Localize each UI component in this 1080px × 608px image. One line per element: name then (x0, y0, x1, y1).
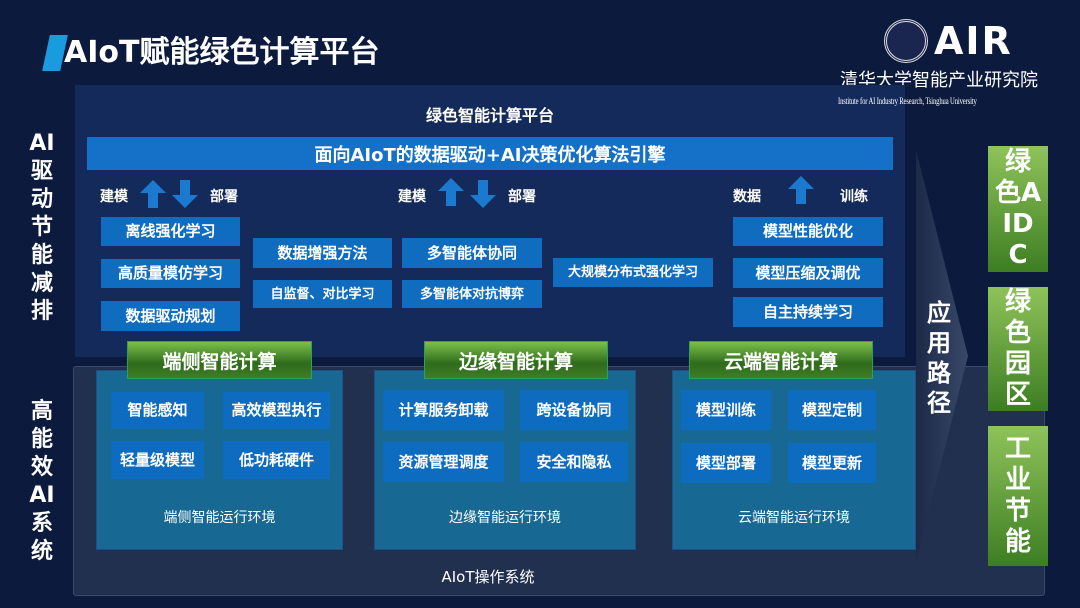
edge-item: 计算服务卸载 (383, 390, 504, 430)
algo-multi-agent-game: 多智能体对抗博弈 (402, 280, 542, 308)
arrow-up-icon (438, 178, 464, 206)
logo-en: Institute for AI Industry Research, Tsin… (838, 96, 977, 106)
algo-offline-rl: 离线强化学习 (101, 217, 240, 246)
device-item: 智能感知 (111, 392, 204, 429)
flow-2-left: 建模 (398, 189, 426, 205)
platform-title: 绿色智能计算平台 (425, 106, 554, 125)
edge-item: 跨设备协同 (520, 390, 628, 430)
device-item: 高效模型执行 (223, 392, 330, 429)
cloud-header: 云端智能计算 (689, 341, 873, 379)
cloud-env: 云端智能运行环境 (738, 510, 850, 526)
device-env: 端侧智能运行环境 (163, 510, 276, 526)
app-green-park-label: 绿色园区 (1004, 287, 1031, 410)
cloud-item: 模型更新 (788, 443, 876, 483)
cloud-item: 模型训练 (681, 390, 771, 430)
cloud-item: 模型部署 (681, 443, 771, 483)
app-green-aidc-label: 绿色AIDC (994, 147, 1042, 270)
algo-self-supervised: 自监督、对比学习 (253, 280, 392, 308)
algo-data-planning: 数据驱动规划 (101, 301, 240, 331)
app-green-park: 绿色园区 (988, 287, 1048, 411)
flow-3-right: 训练 (840, 189, 868, 205)
arrow-down-icon (470, 180, 496, 208)
engine-label: 面向AIoT的数据驱动+AI决策优化算法引擎 (314, 144, 666, 166)
tsinghua-seal-icon (884, 19, 928, 63)
application-chevron-icon (916, 150, 968, 562)
flow-3-left: 数据 (733, 189, 761, 205)
app-industrial-energy: 工业节能 (988, 426, 1048, 566)
algo-continual: 自主持续学习 (733, 297, 883, 327)
app-green-aidc: 绿色AIDC (988, 146, 1048, 272)
algo-model-compress: 模型压缩及调优 (733, 258, 883, 288)
label-efficient-ai-system: 高能效AI系统 (29, 399, 55, 564)
device-header: 端侧智能计算 (127, 341, 312, 379)
air-logo: AIR (934, 19, 1013, 63)
arrow-up-icon (788, 176, 814, 204)
algo-multi-agent-coop: 多智能体协同 (402, 238, 542, 268)
algo-model-perf: 模型性能优化 (733, 217, 883, 246)
edge-item: 安全和隐私 (520, 442, 628, 482)
application-label: 应用路径 (927, 299, 951, 417)
flow-1-right: 部署 (210, 189, 238, 205)
edge-item: 资源管理调度 (383, 442, 504, 482)
arrow-up-icon (140, 180, 166, 208)
engine-bar: 面向AIoT的数据驱动+AI决策优化算法引擎 (87, 137, 893, 170)
flow-1-left: 建模 (100, 189, 128, 205)
os-label: AIoT操作系统 (441, 568, 535, 586)
algo-distributed-rl: 大规模分布式强化学习 (553, 258, 713, 287)
edge-header: 边缘智能计算 (424, 341, 608, 379)
app-industrial-energy-label: 工业节能 (1004, 434, 1031, 557)
algo-data-augmentation: 数据增强方法 (253, 238, 392, 268)
page-title: AIoT赋能绿色计算平台 (64, 35, 380, 70)
device-item: 轻量级模型 (111, 441, 204, 479)
arrow-down-icon (172, 180, 198, 208)
flow-2-right: 部署 (508, 189, 536, 205)
label-ai-energy-saving: AI驱动节能减排 (29, 131, 55, 324)
cloud-item: 模型定制 (788, 390, 876, 430)
device-item: 低功耗硬件 (223, 441, 330, 479)
edge-env: 边缘智能运行环境 (449, 510, 561, 526)
algo-imitation: 高质量模仿学习 (101, 259, 240, 288)
